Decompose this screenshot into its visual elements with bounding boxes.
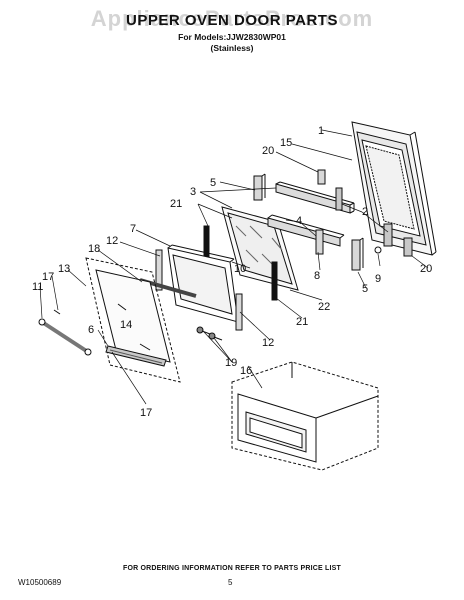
callout-6: 6	[88, 324, 94, 336]
watermark-text: AppliancePartsPros.com	[90, 6, 374, 31]
callout-5-top: 5	[210, 177, 216, 189]
model-line: For Models:JJW2830WP01	[178, 32, 286, 42]
callout-20-top: 20	[262, 145, 274, 157]
callout-16: 16	[240, 365, 252, 377]
callout-10: 10	[234, 263, 246, 275]
part-middle-frame	[167, 244, 239, 323]
part-handle-rod	[38, 309, 92, 356]
callout-3: 3	[190, 186, 196, 198]
callout-labels: 1 15 20 5 3 21 2 4 7 12 18 10 8 9 20 13 …	[32, 125, 432, 419]
callout-5-right: 5	[362, 283, 368, 295]
callout-21-bottom: 21	[296, 316, 308, 328]
callout-7: 7	[130, 223, 136, 235]
callout-4: 4	[296, 215, 302, 227]
callout-21-top: 21	[170, 198, 182, 210]
page-number: 5	[228, 578, 233, 587]
part-side-brackets	[253, 169, 364, 271]
leader-lines	[39, 129, 429, 405]
part-screws	[196, 326, 223, 341]
part-inner-glass-assembly	[85, 257, 181, 383]
callout-2: 2	[362, 206, 368, 218]
part-door-wrapper-box	[231, 361, 379, 471]
callout-9: 9	[375, 273, 381, 285]
document-id: W10500689	[18, 578, 62, 587]
callout-17-left: 17	[42, 271, 54, 283]
callout-20-right: 20	[420, 263, 432, 275]
callout-12-bottom: 12	[262, 337, 274, 349]
callout-22: 22	[318, 301, 330, 313]
callout-12-top: 12	[106, 235, 118, 247]
variant-line: (Stainless)	[210, 43, 254, 53]
page-title: UPPER OVEN DOOR PARTS	[126, 12, 338, 29]
callout-11: 11	[32, 281, 43, 293]
part-hinges	[335, 187, 413, 257]
ordering-note: FOR ORDERING INFORMATION REFER TO PARTS …	[122, 565, 342, 572]
callout-14: 14	[120, 319, 132, 331]
callout-18: 18	[88, 243, 100, 255]
part-outer-door-panel	[351, 121, 437, 256]
callout-13: 13	[58, 263, 70, 275]
callout-17-bottom: 17	[140, 407, 152, 419]
callout-8: 8	[314, 270, 320, 282]
callout-1: 1	[318, 125, 324, 137]
callout-19: 19	[225, 357, 237, 369]
callout-15: 15	[280, 137, 292, 149]
part-side-channels	[155, 249, 243, 331]
